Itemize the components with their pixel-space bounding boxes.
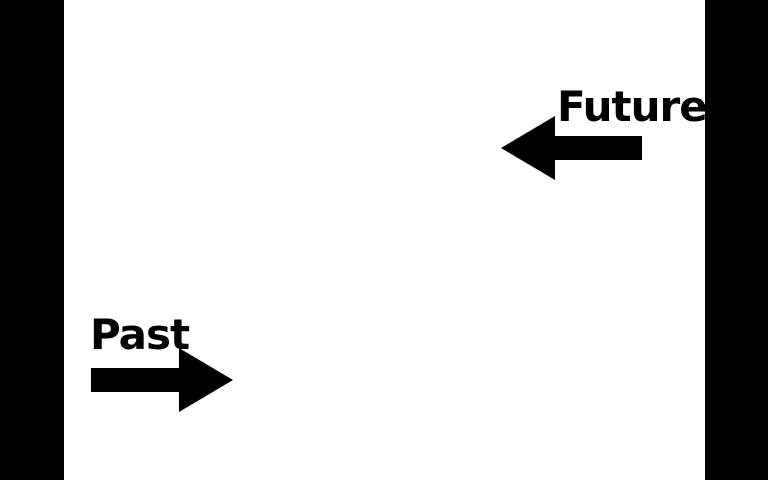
- past-label: Past: [90, 310, 190, 359]
- future-label: Future: [557, 82, 708, 131]
- arrow-right-icon: [91, 348, 233, 412]
- arrow-left-icon: [501, 116, 642, 180]
- slide-canvas: Future Past: [64, 0, 708, 480]
